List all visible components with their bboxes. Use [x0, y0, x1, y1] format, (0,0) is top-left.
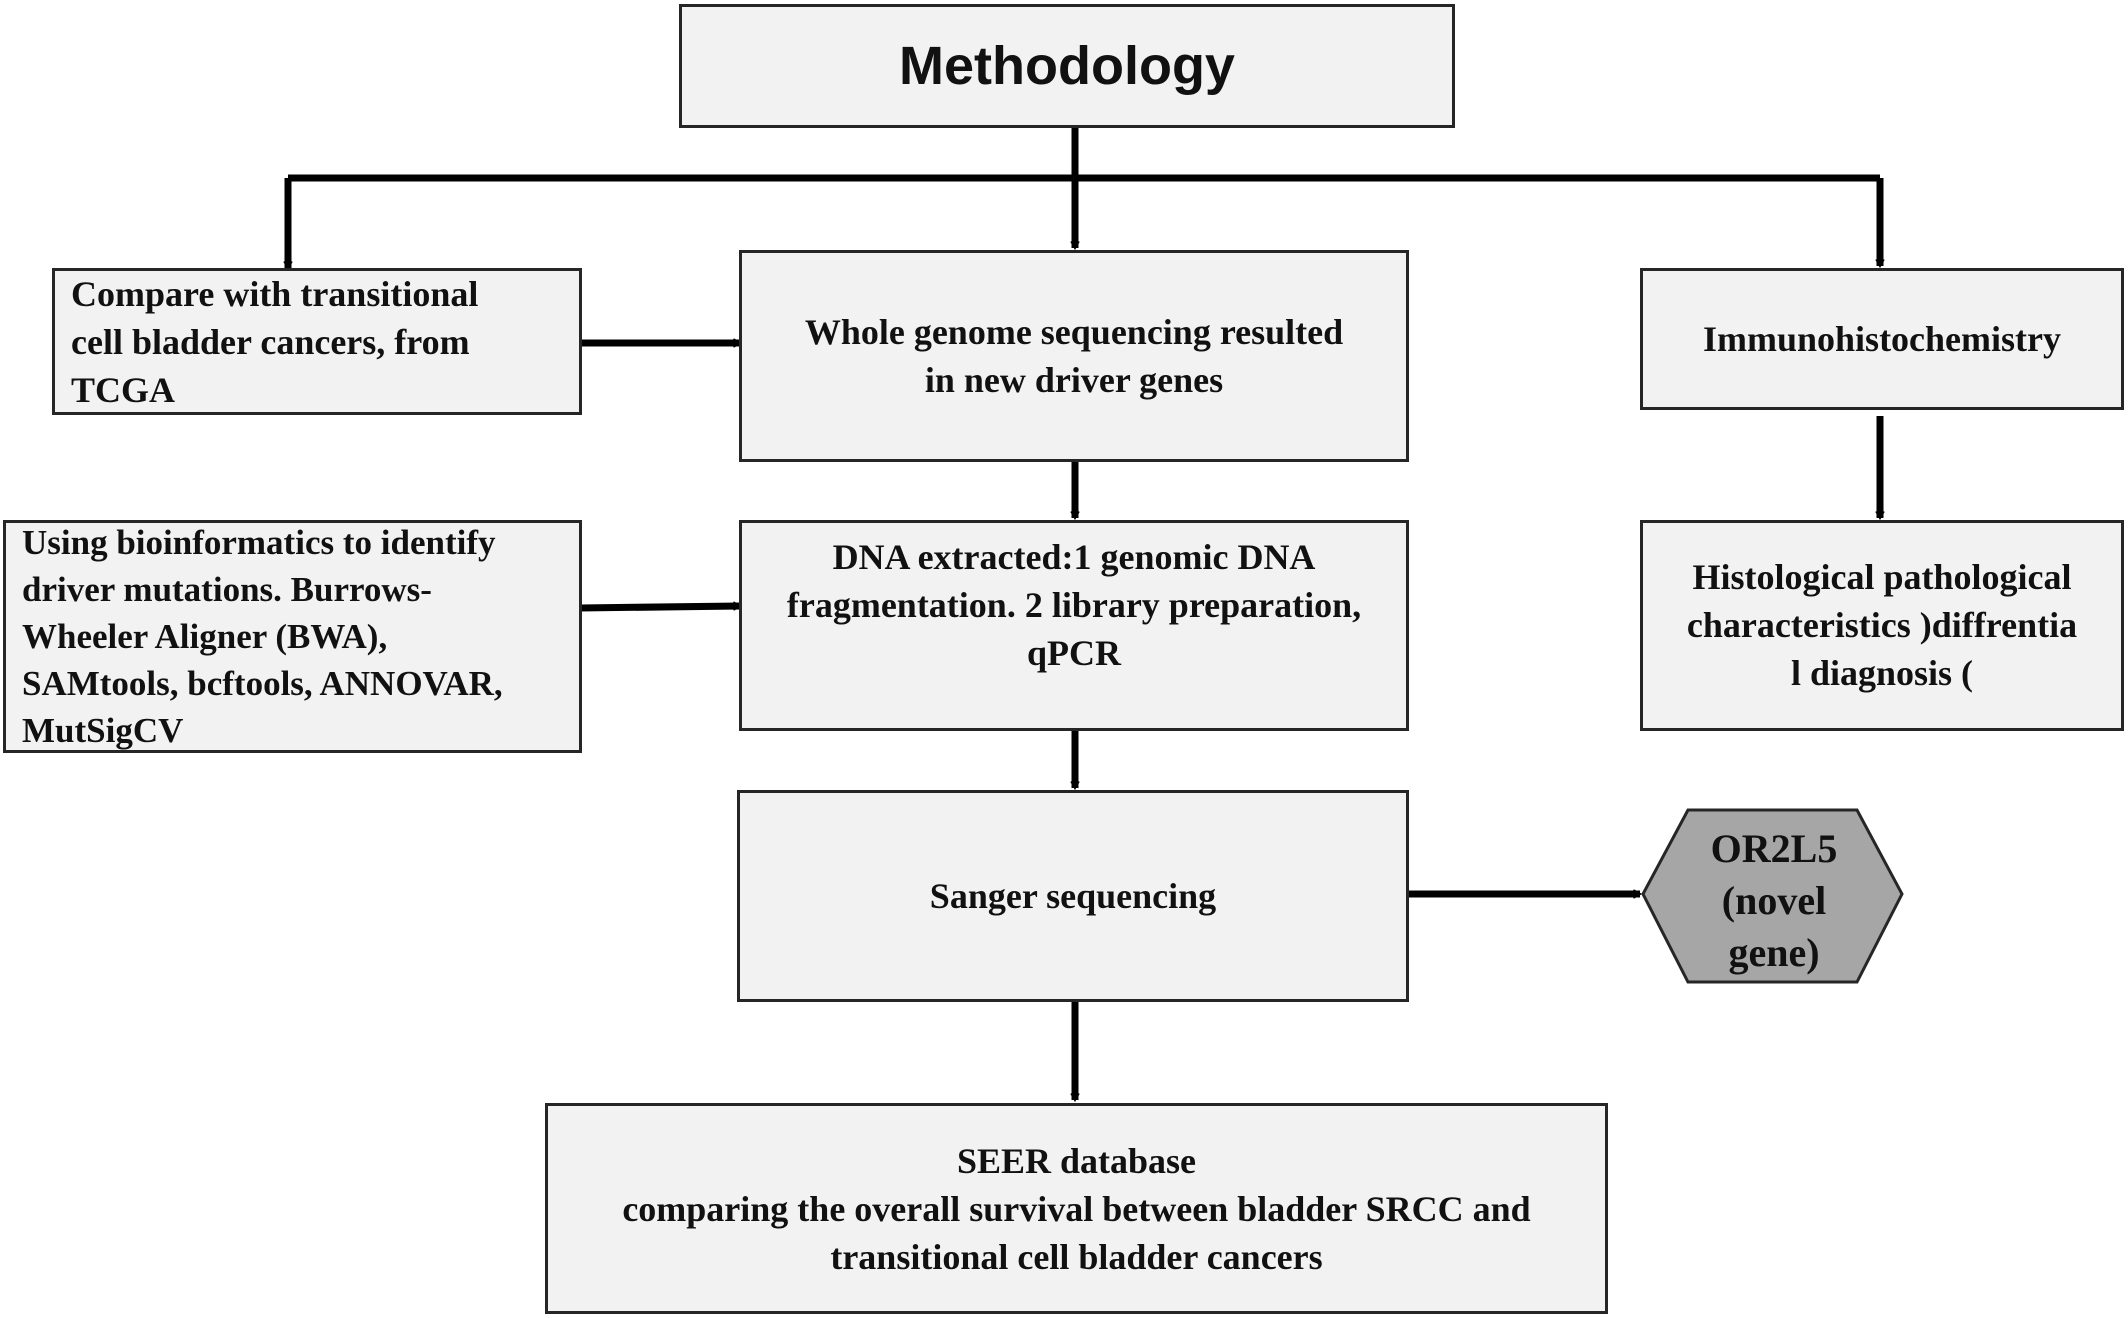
seer-box: SEER database comparing the overall surv… — [545, 1103, 1608, 1314]
branch-connector — [288, 128, 1880, 182]
ihc-box: Immunohistochemistry — [1640, 268, 2124, 410]
dna-box: DNA extracted:1 genomic DNA fragmentatio… — [739, 520, 1409, 731]
histo-label: Histological pathological characteristic… — [1686, 557, 2078, 693]
wgs-box: Whole genome sequencing resulted in new … — [739, 250, 1409, 462]
seer-label: SEER database comparing the overall surv… — [622, 1140, 1531, 1277]
diagram-title: Methodology — [899, 36, 1235, 96]
novel-gene-hexagon — [1641, 808, 1904, 984]
wgs-label: Whole genome sequencing resulted in new … — [804, 312, 1344, 400]
arrow-bioinfo-to-dna — [579, 601, 743, 612]
histo-box: Histological pathological characteristic… — [1640, 520, 2124, 731]
sanger-box: Sanger sequencing — [737, 790, 1409, 1002]
bioinfo-label: Using bioinformatics to identify driver … — [22, 523, 503, 750]
tcga-label: Compare with transitional cell bladder c… — [71, 273, 479, 410]
bioinfo-box: Using bioinformatics to identify driver … — [3, 520, 582, 753]
title-box: Methodology — [679, 4, 1455, 128]
tcga-box: Compare with transitional cell bladder c… — [52, 268, 582, 415]
dna-label: DNA extracted:1 genomic DNA fragmentatio… — [786, 537, 1362, 673]
sanger-label: Sanger sequencing — [929, 876, 1217, 916]
ihc-label: Immunohistochemistry — [1703, 319, 2061, 359]
novel-gene-label: OR2L5 (novel gene) — [1710, 825, 1838, 975]
